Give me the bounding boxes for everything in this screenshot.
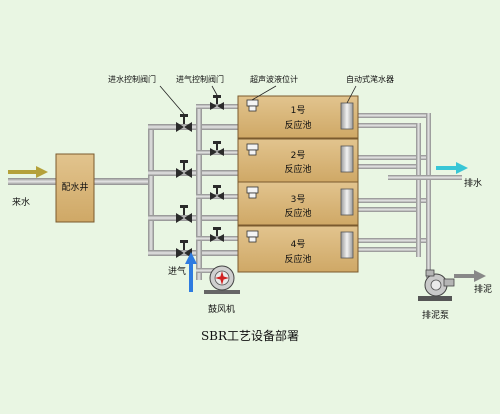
reactor-4: 4号 反应池 [237,225,359,273]
sludge-pump-icon [418,269,455,301]
water-valve-icons [176,114,192,258]
decanter-2-icon [340,145,354,173]
decanter-icons [340,102,354,259]
water-valve-3-icon [176,205,192,223]
reactor-4-name: 反应池 [284,253,311,265]
discharge-water-label: 排水 [464,177,482,189]
air-inlet-label: 进气 [168,265,186,277]
reactor-3-name: 反应池 [284,207,311,219]
auto-decanter-label: 自动式滗水器 [346,74,394,84]
decanter-1-icon [340,102,354,130]
decanter-4-icon [340,231,354,259]
air-inlet-arrow-icon [185,252,197,292]
sludge-pump-label: 排泥泵 [422,309,449,321]
distribution-well-label: 配水井 [61,181,88,193]
reactor-2-number: 2号 [291,150,306,161]
reactor-3: 3号 反应池 [237,181,359,226]
level-sensor-4-icon [246,230,259,243]
level-sensor-1-icon [246,99,259,112]
air-valve-icons [210,95,224,242]
level-sensor-icons [246,99,259,243]
diagram-title: SBR工艺设备部署 [201,328,299,343]
blower-icon [204,265,240,294]
ultrasonic-level-label: 超声波液位计 [250,74,298,84]
discharge-water-arrow-icon [436,162,468,174]
blower-label: 鼓风机 [208,303,235,315]
level-sensor-3-icon [246,186,259,199]
reactor-1-number: 1号 [291,105,306,116]
air-valve-1-icon [210,95,224,110]
decanter-3-icon [340,188,354,216]
water-valve-2-icon [176,160,192,178]
reactor-2-name: 反应池 [284,163,311,175]
water-valve-1-icon [176,114,192,132]
inlet-air-valve-label: 进气控制阀门 [176,74,224,84]
sludge-discharge-label: 排泥 [474,283,492,295]
distribution-well [55,153,95,223]
incoming-water-arrow-icon [8,166,48,178]
reactor-2: 2号 反应池 [237,138,359,183]
level-sensor-2-icon [246,143,259,156]
air-valve-2-icon [210,141,224,156]
reactor-3-number: 3号 [291,194,306,205]
air-valve-4-icon [210,227,224,242]
inlet-water-valve-label: 进水控制阀门 [108,74,156,84]
reactor-1-name: 反应池 [284,119,311,131]
incoming-water-label: 来水 [12,196,30,208]
water-valve-4-icon [176,240,192,258]
leader-lines [159,85,357,115]
reactor-4-number: 4号 [291,239,306,250]
air-valve-3-icon [210,185,224,200]
sludge-discharge-arrow-icon [454,270,486,282]
pipe-network [8,104,462,280]
